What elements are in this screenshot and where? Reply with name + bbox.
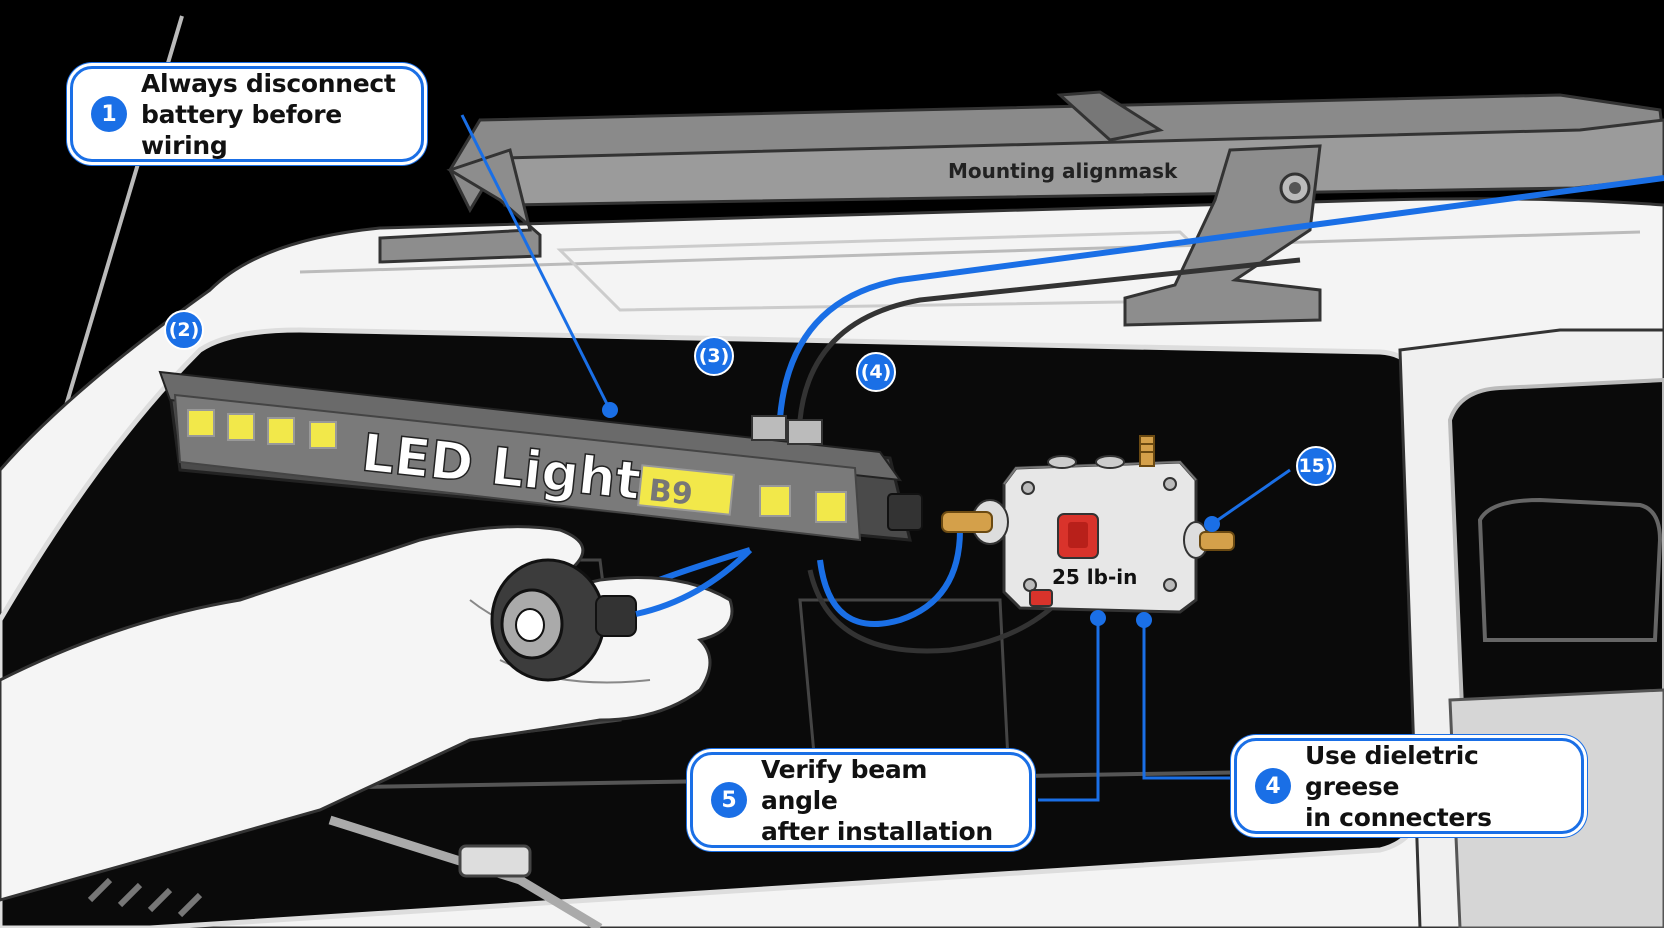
callout-line: Use dieletric greese: [1305, 740, 1479, 801]
bar-connector-2: [787, 419, 823, 445]
callout-line: battery before wiring: [141, 99, 342, 160]
roof-rack: [378, 90, 1664, 327]
callout-text: Verify beam angle after installation: [761, 754, 1007, 847]
brass-stud-right: [1183, 521, 1235, 559]
hood-vents: [87, 877, 203, 918]
loop-cable-blue: [817, 529, 963, 627]
led-light-bar: [158, 370, 923, 542]
leader-dot-4: [1136, 612, 1152, 628]
headrest: [1477, 497, 1663, 642]
led-code-plate: [637, 464, 735, 516]
marker-4: (4): [856, 352, 896, 392]
plug-connector: [490, 558, 637, 682]
plug-cable: [635, 547, 753, 617]
leader-dot-5: [1090, 610, 1106, 626]
marker-2: (2): [164, 310, 204, 350]
junction-box: [1002, 455, 1198, 614]
leader-dot-1: [602, 402, 618, 418]
callout-number: 4: [1255, 768, 1291, 804]
callout-text: Always disconnect battery before wiring: [141, 68, 399, 161]
brass-stud-left: [941, 499, 1009, 545]
leader-dot-15: [1204, 516, 1220, 532]
callout-line: Always disconnect: [141, 68, 396, 98]
leader-line-1: [460, 114, 612, 411]
callout-dielectric-grease: 4 Use dieletric greese in connecters: [1234, 738, 1584, 834]
callout-line: after installation: [761, 816, 993, 846]
callout-number: 5: [711, 782, 747, 818]
callout-number: 1: [91, 96, 127, 132]
marker-3: (3): [694, 336, 734, 376]
loop-cable-black: [807, 569, 1062, 654]
led-cell: [759, 485, 791, 517]
led-cell: [267, 417, 295, 445]
wiper-arm: [328, 815, 603, 928]
led-cell: [815, 491, 847, 523]
callout-disconnect-battery: 1 Always disconnect battery before wirin…: [70, 66, 424, 162]
led-cell: [187, 409, 215, 437]
light-code: B9: [647, 473, 694, 512]
roof-cable-black: [797, 257, 1301, 421]
leader-line-5: [1038, 618, 1100, 802]
led-cell: [309, 421, 337, 449]
leader-line-15: [1211, 468, 1291, 526]
torque-label: 25 lb-in: [1052, 565, 1137, 589]
callout-verify-beam: 5 Verify beam angle after installation: [690, 752, 1032, 848]
marker-15: 15): [1296, 446, 1336, 486]
leader-line-4: [1142, 620, 1232, 780]
callout-text: Use dieletric greese in connecters: [1305, 740, 1559, 833]
brass-stud-top: [1139, 435, 1155, 467]
roof-panel-line: [299, 230, 1641, 274]
bar-connector: [751, 415, 787, 441]
led-cell: [227, 413, 255, 441]
wiper-base: [458, 844, 532, 878]
rack-label: Mounting alignmask: [948, 159, 1178, 183]
roof-cable-blue: [777, 175, 1664, 419]
callout-line: Verify beam angle: [761, 754, 928, 815]
callout-line: in connecters: [1305, 802, 1492, 832]
